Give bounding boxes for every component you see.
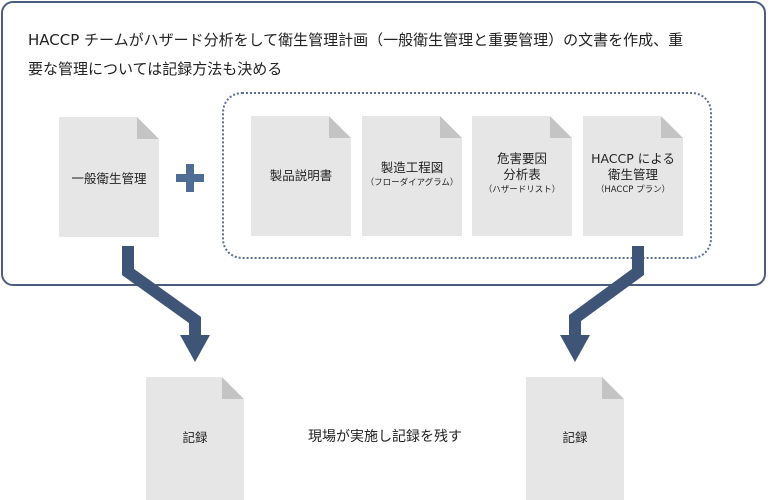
hazard-list-text: 危害要因 分析表 （ハザードリスト） <box>472 151 572 197</box>
haccp-document-group <box>222 92 712 259</box>
hazard-list-label-1: 危害要因 <box>496 151 547 166</box>
hazard-list-sub: （ハザードリスト） <box>483 185 561 195</box>
arrow-down-icon <box>560 335 590 362</box>
field-record-note: 現場が実施し記録を残す <box>308 429 462 445</box>
arrow-down-icon <box>569 246 644 337</box>
haccp-plan-label-2: 衛生管理 <box>607 167 658 182</box>
arrow-down-icon <box>180 335 210 362</box>
diagram-heading: HACCP チームがハザード分析をして衛生管理計画（一般衛生管理と重要管理）の文… <box>28 26 743 84</box>
product-spec-document: 製品説明書 <box>251 116 351 236</box>
heading-line-2: 要な管理については記録方法も決める <box>28 60 283 78</box>
haccp-plan-text: HACCP による 衛生管理 （HACCP プラン） <box>583 151 683 197</box>
right-record-label: 記録 <box>562 430 588 445</box>
heading-line-1: HACCP チームがハザード分析をして衛生管理計画（一般衛生管理と重要管理）の文… <box>28 31 684 49</box>
haccp-plan-sub: （HACCP プラン） <box>595 185 671 195</box>
plus-icon <box>176 164 204 192</box>
left-record-document: 記録 <box>146 377 244 500</box>
haccp-plan-label-1: HACCP による <box>591 151 675 166</box>
general-hygiene-label: 一般衛生管理 <box>71 171 147 186</box>
product-spec-label: 製品説明書 <box>269 168 333 183</box>
right-record-document: 記録 <box>526 377 624 500</box>
arrow-down-icon <box>122 246 201 337</box>
general-hygiene-document: 一般衛生管理 <box>59 117 159 237</box>
left-record-label: 記録 <box>182 430 208 445</box>
flow-diagram-text: 製造工程図 （フローダイアグラム） <box>362 160 462 190</box>
hazard-list-document: 危害要因 分析表 （ハザードリスト） <box>472 116 572 236</box>
haccp-plan-document: HACCP による 衛生管理 （HACCP プラン） <box>583 116 683 236</box>
flow-diagram-document: 製造工程図 （フローダイアグラム） <box>362 116 462 236</box>
flow-diagram-sub: （フローダイアグラム） <box>365 178 459 188</box>
flow-diagram-label: 製造工程図 <box>380 160 444 175</box>
hazard-list-label-2: 分析表 <box>503 167 541 182</box>
